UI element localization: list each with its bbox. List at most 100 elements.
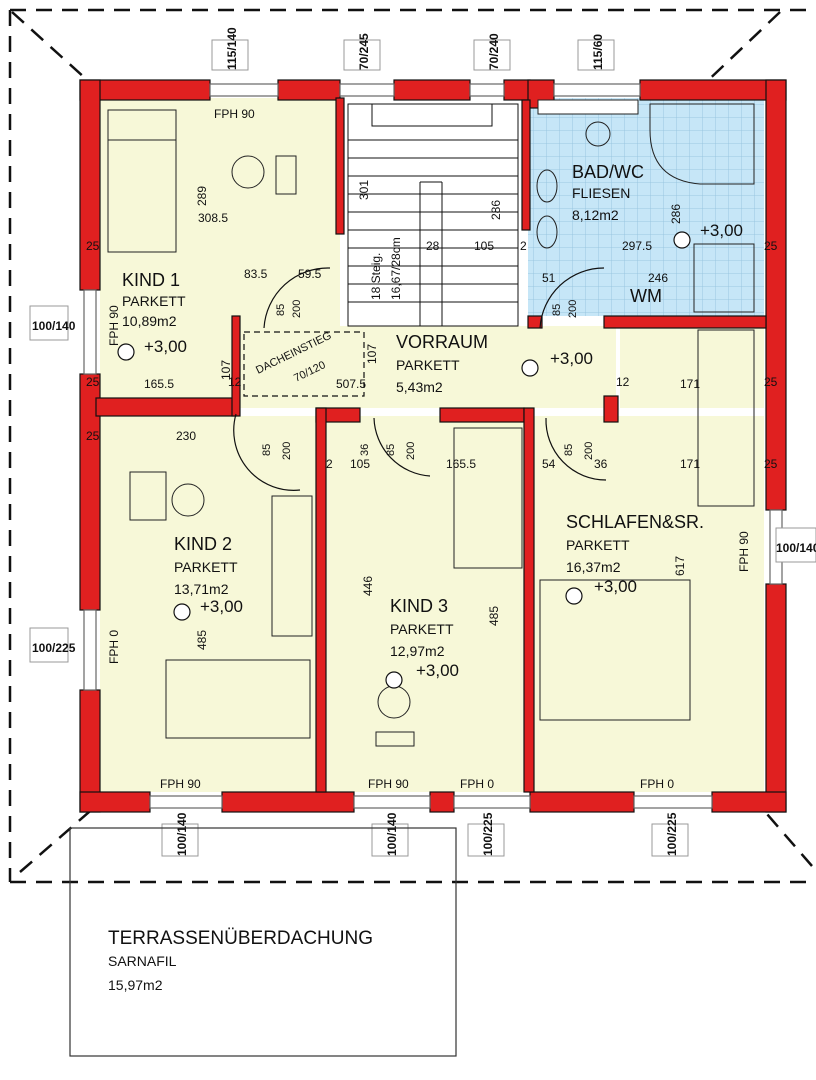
stair-rise: 16,67/28cm	[389, 237, 403, 300]
dim: 485	[487, 606, 501, 626]
fph-label: FPH 90	[107, 305, 121, 346]
fph-label: FPH 90	[368, 777, 409, 791]
dim: 289	[195, 186, 209, 206]
dim: 107	[365, 344, 379, 364]
dim: 507.5	[336, 377, 366, 391]
dim: 2	[326, 457, 333, 471]
door-w: 85	[385, 444, 397, 456]
room-area-kind1: 10,89m2	[122, 313, 177, 329]
dim: 308.5	[198, 211, 228, 225]
window-tag: 100/225	[481, 812, 495, 856]
floor-kind3	[324, 416, 526, 792]
floor-schlafen	[534, 416, 764, 792]
dim: 485	[195, 630, 209, 650]
room-material-kind1: PARKETT	[122, 293, 186, 309]
room-name-bad: BAD/WC	[572, 162, 644, 182]
room-material-kind2: PARKETT	[174, 559, 238, 575]
fph-label: FPH 90	[214, 107, 255, 121]
window-tag: 100/140	[385, 812, 399, 856]
door-w: 85	[551, 304, 563, 316]
dim: 297.5	[622, 239, 652, 253]
dim: 286	[489, 200, 503, 220]
door-h: 200	[291, 300, 303, 318]
dim: 165.5	[446, 457, 476, 471]
room-area-kind3: 12,97m2	[390, 643, 445, 659]
terrace: TERRASSENÜBERDACHUNG SARNAFIL 15,97m2	[69, 827, 457, 1057]
window-tag: 100/140	[776, 541, 816, 555]
doors	[233, 267, 607, 491]
level-marker	[385, 671, 403, 689]
dim: 25	[86, 239, 100, 253]
window-tag: 115/140	[225, 27, 239, 70]
room-level-vorraum: +3,00	[550, 349, 593, 368]
room-level-kind2: +3,00	[200, 597, 243, 616]
dim: 25	[86, 375, 100, 389]
room-name-schlafen: SCHLAFEN&SR.	[566, 512, 704, 532]
room-level-kind1: +3,00	[144, 337, 187, 356]
floor-bad	[528, 98, 764, 316]
level-marker	[565, 587, 583, 605]
window-tag: 100/225	[32, 641, 76, 655]
dimensions: 308.5 289 83.5 59.5 165.5 107 507.5 107 …	[86, 186, 778, 650]
fph-label: FPH 90	[160, 777, 201, 791]
room-area-bad: 8,12m2	[572, 207, 619, 223]
wm-label: WM	[630, 286, 662, 306]
dim: 59.5	[298, 267, 322, 281]
room-area-vorraum: 5,43m2	[396, 379, 443, 395]
dim: 54	[542, 457, 556, 471]
room-name-kind3: KIND 3	[390, 596, 448, 616]
dim: 25	[86, 429, 100, 443]
dim: 171	[680, 457, 700, 471]
dim: 617	[673, 556, 687, 576]
dim: 25	[764, 239, 778, 253]
stair-steps: 18 Steig.	[369, 253, 383, 300]
door-labels: 85 200 85 200 85 200 85 200 36 85 200	[261, 300, 595, 460]
fph-label: FPH 90	[737, 531, 751, 572]
walls	[79, 79, 787, 813]
furniture	[107, 99, 755, 747]
stair	[347, 103, 519, 327]
dim: 230	[176, 429, 196, 443]
level-marker	[117, 343, 135, 361]
dim: 107	[219, 360, 233, 380]
window-tag: 100/225	[665, 812, 679, 856]
window-tags: 115/140 70/245 70/240 115/60 100/140 100…	[29, 27, 816, 857]
room-material-vorraum: PARKETT	[396, 357, 460, 373]
window-tag: 70/245	[357, 33, 371, 70]
fph-labels: FPH 90 FPH 90 FPH 0 FPH 90 FPH 90 FPH 0 …	[107, 107, 751, 791]
window-tag: 70/240	[487, 33, 501, 70]
fph-label: FPH 0	[460, 777, 494, 791]
fph-label: FPH 0	[107, 630, 121, 664]
dim: 51	[542, 271, 556, 285]
dim: 25	[764, 375, 778, 389]
dim: 12	[228, 375, 242, 389]
door-h: 200	[281, 442, 293, 460]
stair-width: 105	[474, 239, 494, 253]
door-a: 36	[359, 444, 371, 456]
room-material-bad: FLIESEN	[572, 185, 630, 201]
roof-hatch	[243, 331, 365, 397]
door-h: 200	[583, 442, 595, 460]
fph-label: FPH 0	[640, 777, 674, 791]
dim: 446	[361, 576, 375, 596]
floor-kind2	[100, 416, 316, 792]
room-material-kind3: PARKETT	[390, 621, 454, 637]
dim: 286	[669, 204, 683, 224]
level-markers	[117, 231, 691, 689]
room-material-schlafen: PARKETT	[566, 537, 630, 553]
room-area-schlafen: 16,37m2	[566, 559, 621, 575]
window-tag: 100/140	[32, 319, 76, 333]
room-level-bad: +3,00	[700, 221, 743, 240]
dim: 83.5	[244, 267, 268, 281]
door-w: 85	[563, 444, 575, 456]
stair-run: 28	[426, 239, 440, 253]
door-h: 200	[405, 442, 417, 460]
dim: 165.5	[144, 377, 174, 391]
floor-stair	[344, 98, 524, 328]
room-name-vorraum: VORRAUM	[396, 332, 488, 352]
window-tag: 100/140	[175, 812, 189, 856]
dim: 36	[594, 457, 608, 471]
room-name-kind1: KIND 1	[122, 270, 180, 290]
level-marker	[521, 359, 539, 377]
